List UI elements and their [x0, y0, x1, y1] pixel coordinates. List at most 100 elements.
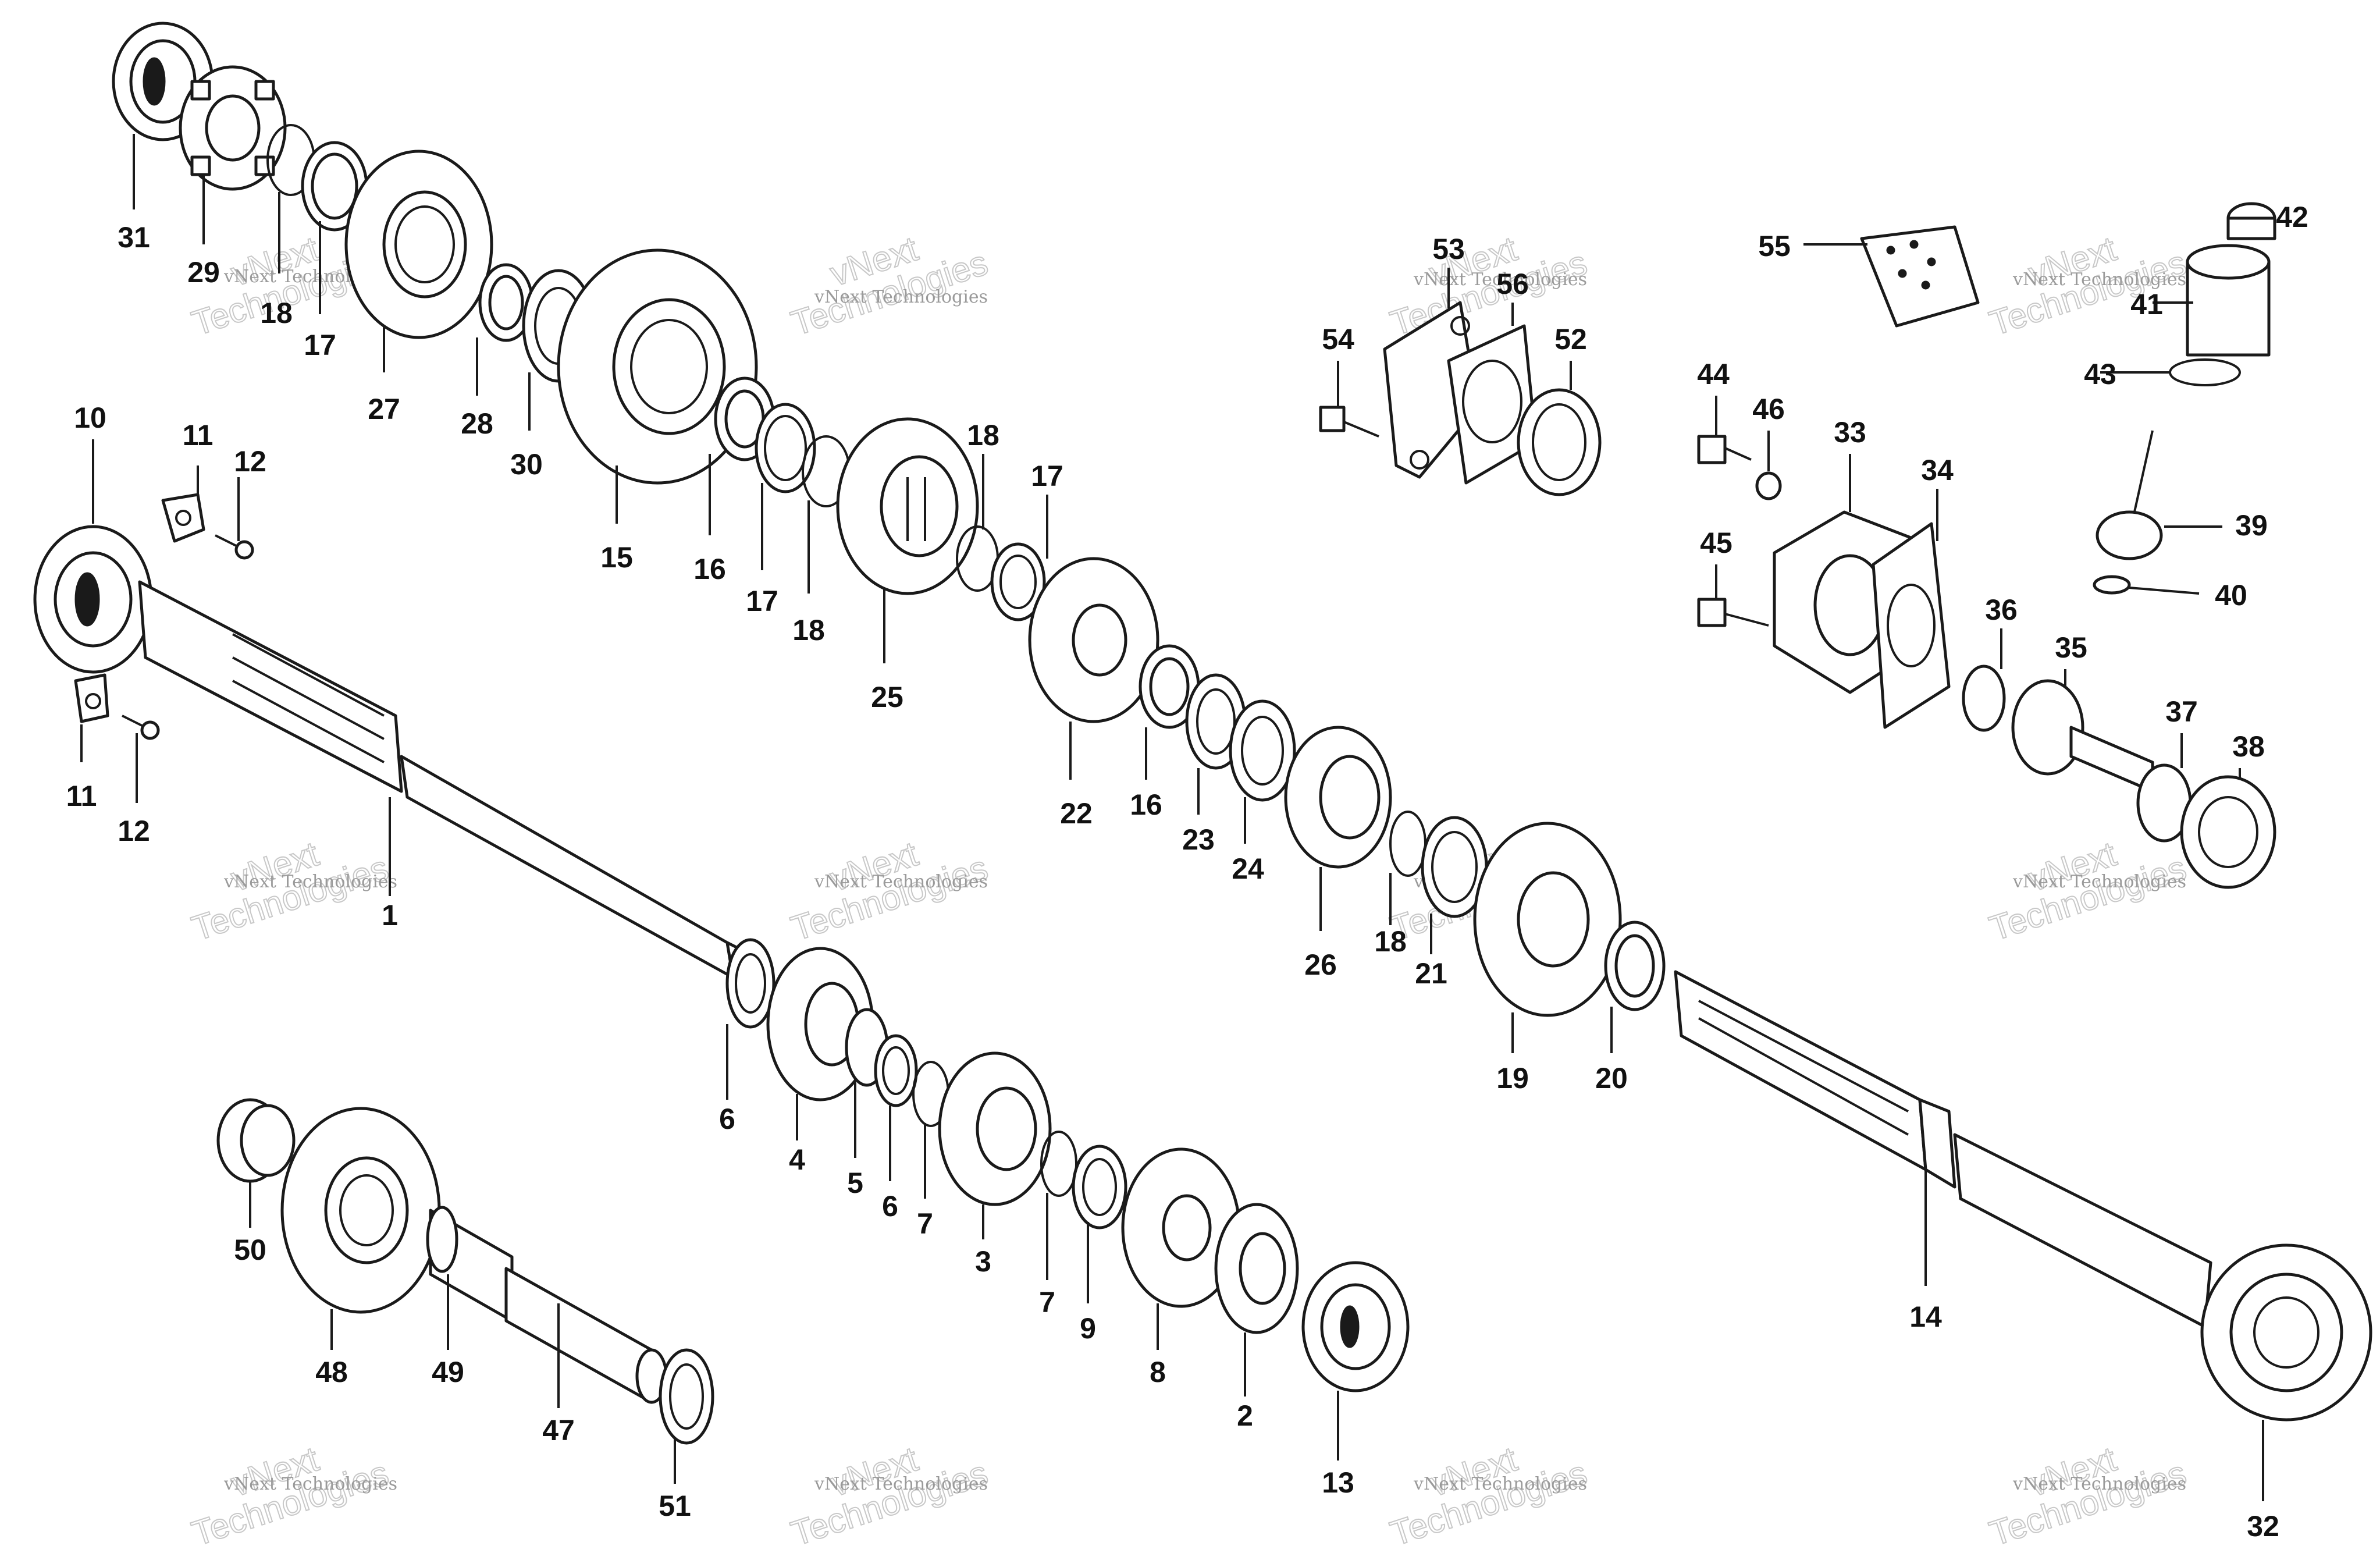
callout-54: 54: [1322, 323, 1354, 356]
callout-23: 23: [1182, 823, 1215, 856]
callout-15: 15: [600, 541, 633, 574]
callout-21: 21: [1415, 957, 1447, 990]
gear-22: [1028, 557, 1159, 723]
callout-11: 11: [66, 780, 97, 812]
callout-20: 20: [1595, 1062, 1628, 1095]
callout-51: 51: [659, 1490, 691, 1522]
bearing-32: [2200, 1243, 2372, 1422]
watermark-text: vNext Technologies: [1413, 1474, 1587, 1494]
bushing-16: [1139, 644, 1200, 729]
callout-4: 4: [789, 1143, 805, 1176]
washer-36: [1962, 664, 2006, 732]
leader-lines: [80, 134, 2264, 1501]
callout-37: 37: [2165, 695, 2198, 728]
drive-gear-35: [2011, 679, 2154, 793]
callout-1: 1: [382, 899, 398, 932]
screw-12-top: [215, 534, 254, 560]
dog-ring-29: [179, 65, 287, 191]
plate-53: [1383, 301, 1479, 479]
callout-29: 29: [187, 256, 220, 289]
callout-labels: 31 29 18 17 27 28 30 15 16 17 18 25 18 1…: [66, 201, 2308, 1543]
bolt-54: [1319, 406, 1379, 438]
shaft-47: [504, 1267, 668, 1404]
callout-12: 12: [118, 815, 150, 847]
callout-7: 7: [917, 1207, 933, 1240]
washer-6-left: [725, 938, 775, 1029]
callout-28: 28: [461, 407, 493, 440]
callout-38: 38: [2232, 730, 2265, 763]
callout-40: 40: [2215, 579, 2247, 612]
callout-6: 6: [882, 1190, 898, 1223]
callout-36: 36: [1985, 594, 2018, 626]
circlip-18-low: [1389, 811, 1426, 877]
callout-3: 3: [975, 1245, 991, 1278]
gear-3: [938, 1051, 1052, 1206]
watermark: vNext Technologies: [786, 228, 993, 343]
callout-18: 18: [967, 419, 999, 452]
watermark-text: vNext Technologies: [223, 1474, 397, 1494]
callout-12: 12: [234, 445, 266, 478]
callout-7: 7: [1039, 1286, 1055, 1319]
callout-52: 52: [1554, 323, 1587, 356]
callout-22: 22: [1060, 797, 1093, 830]
oil-seal-52: [1517, 388, 1602, 496]
callout-32: 32: [2247, 1510, 2279, 1543]
circlip-7-right: [1040, 1131, 1077, 1197]
callout-56: 56: [1496, 268, 1529, 300]
watermark-text: vNext Technologies: [814, 872, 988, 892]
watermark-text: vNext Technologies: [223, 872, 397, 892]
gear-15: [557, 248, 758, 485]
callout-43: 43: [2084, 358, 2116, 390]
lock-washer-24: [1229, 699, 1296, 802]
callout-33: 33: [1834, 416, 1866, 449]
washer-6-right: [874, 1034, 918, 1107]
bolt-45: [1697, 598, 1769, 627]
callout-27: 27: [368, 393, 400, 425]
washer-51: [659, 1348, 714, 1445]
callout-41: 41: [2130, 288, 2163, 321]
callout-26: 26: [1304, 948, 1337, 981]
gear-25: [836, 417, 979, 595]
washer-17-top: [755, 403, 816, 493]
callout-45: 45: [1700, 527, 1732, 559]
callout-53: 53: [1432, 233, 1465, 265]
callout-11: 11: [183, 419, 214, 452]
watermark-text: vNext Technologies: [2012, 872, 2186, 892]
callout-50: 50: [234, 1234, 266, 1266]
watermark-text: vNext Technologies: [814, 287, 988, 307]
callout-14: 14: [1909, 1300, 1942, 1333]
callout-46: 46: [1752, 393, 1785, 425]
callout-18: 18: [1374, 925, 1407, 958]
callout-19: 19: [1496, 1062, 1529, 1095]
bearing-13: [1301, 1261, 1410, 1392]
callout-34: 34: [1921, 454, 1954, 486]
callout-18: 18: [260, 297, 293, 329]
callout-9: 9: [1080, 1312, 1096, 1345]
callout-13: 13: [1322, 1466, 1354, 1499]
countershaft-14: [1674, 970, 2212, 1328]
cap-38: [2180, 775, 2276, 889]
gasket-34: [1872, 522, 1951, 729]
o-ring-43: [2169, 358, 2241, 386]
callout-55: 55: [1758, 230, 1791, 262]
callout-18: 18: [792, 614, 825, 646]
callout-42: 42: [2276, 201, 2308, 233]
bushing-50: [216, 1098, 296, 1183]
callout-17: 17: [1031, 460, 1063, 492]
gear-19: [1473, 822, 1622, 1017]
bearing-10: [33, 525, 153, 674]
watermark-text: vNext Technologies: [1413, 269, 1587, 290]
callout-17: 17: [746, 585, 778, 617]
callout-47: 47: [542, 1414, 575, 1447]
callout-39: 39: [2235, 509, 2268, 542]
watermark-text: vNext Technologies: [814, 1474, 988, 1494]
callout-49: 49: [432, 1356, 464, 1388]
washer-17-mid: [990, 542, 1046, 621]
callout-16: 16: [693, 553, 726, 585]
sleeve-41: [2186, 244, 2271, 357]
callout-44: 44: [1697, 358, 1730, 390]
cap-42: [2226, 202, 2276, 240]
bushing-20: [1604, 921, 1666, 1011]
screw-12-bottom: [122, 715, 160, 740]
